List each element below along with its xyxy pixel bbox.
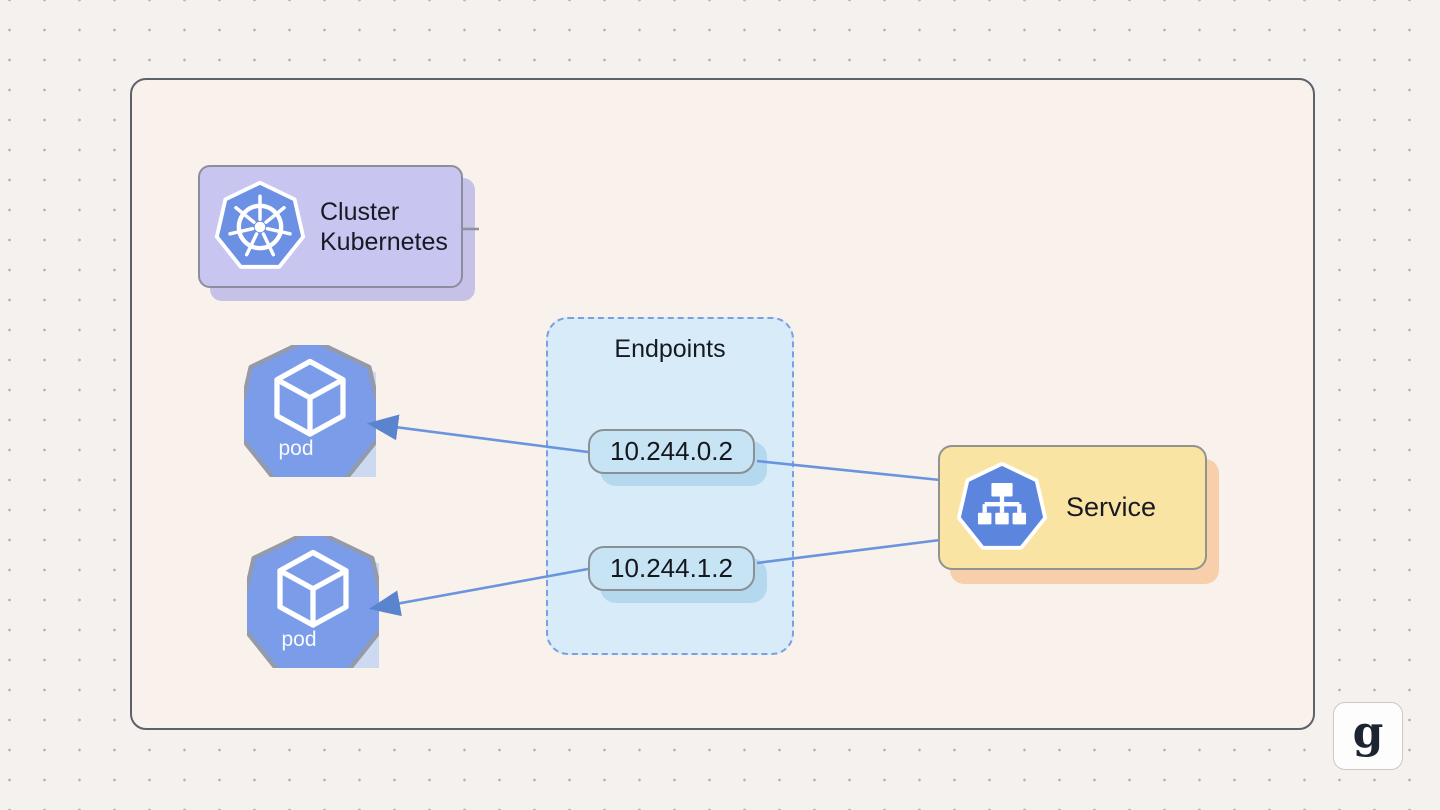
kubernetes-logo-icon: [214, 180, 306, 269]
pod-label: pod: [278, 437, 314, 460]
watermark-letter: g: [1352, 707, 1384, 758]
pod-node-1: pod: [244, 345, 376, 477]
pod-cube-icon: [244, 345, 376, 477]
service-sitemap-icon: [956, 461, 1048, 550]
service-node: Service: [938, 445, 1207, 570]
pod-cube-icon: [247, 536, 379, 668]
cluster-label: Cluster Kubernetes: [198, 165, 463, 288]
endpoint-ip-2: 10.244.1.2: [588, 546, 755, 591]
endpoints-title: Endpoints: [614, 335, 726, 363]
endpoints-group-box: [546, 317, 794, 655]
watermark-badge: g: [1333, 702, 1403, 770]
pod-label: pod: [281, 628, 317, 651]
endpoint-ip-1: 10.244.0.2: [588, 429, 755, 474]
pod-node-2: pod: [247, 536, 379, 668]
cluster-label-line2: Kubernetes: [320, 227, 448, 256]
service-label: Service: [1066, 492, 1157, 522]
cluster-label-line1: Cluster: [320, 197, 400, 226]
